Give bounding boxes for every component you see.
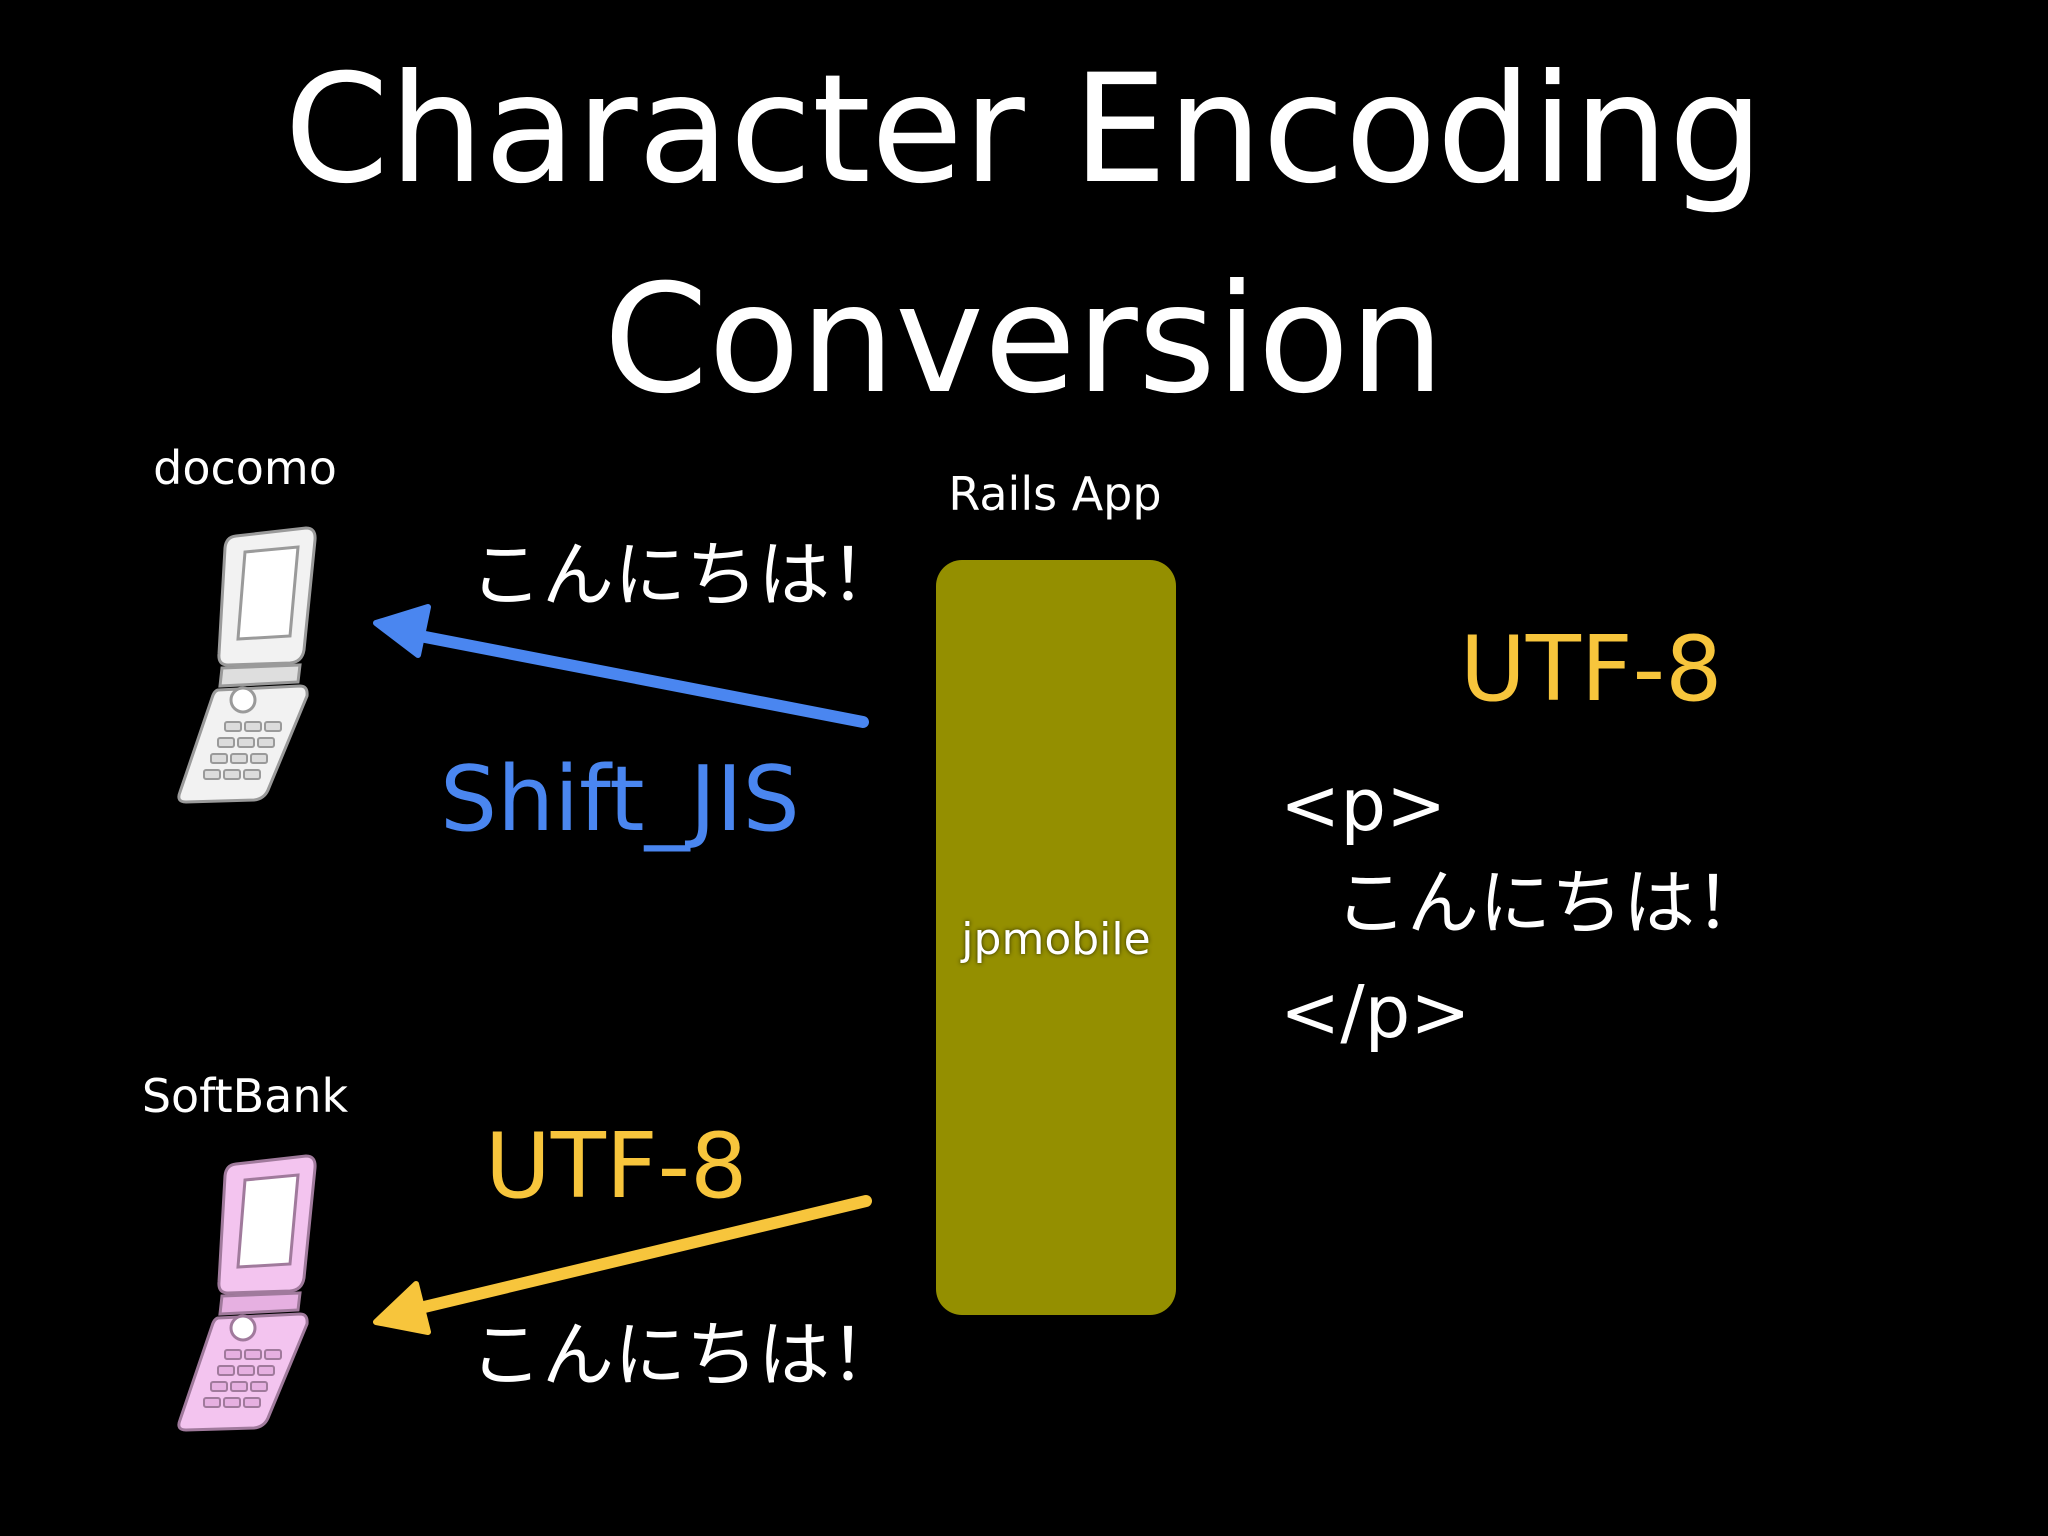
softbank-phone-icon bbox=[177, 1154, 317, 1432]
rails-app-box bbox=[936, 560, 1176, 1315]
docomo-label: docomo bbox=[153, 441, 337, 495]
softbank-label: SoftBank bbox=[141, 1069, 349, 1123]
docomo-phone-icon bbox=[177, 526, 317, 804]
code-close-tag: </p> bbox=[1280, 970, 1471, 1054]
shift-jis-arrow bbox=[373, 604, 869, 728]
jpmobile-label: jpmobile bbox=[961, 914, 1151, 965]
shift-jis-label: Shift_JIS bbox=[440, 747, 800, 852]
docomo-message: こんにちは！ bbox=[470, 533, 903, 617]
softbank-message: こんにちは！ bbox=[470, 1313, 903, 1397]
softbank-encoding-label: UTF-8 bbox=[485, 1114, 748, 1219]
title-line-2: Conversion bbox=[603, 253, 1445, 427]
title-line-1: Character Encoding bbox=[284, 43, 1764, 217]
source-encoding-label: UTF-8 bbox=[1460, 617, 1723, 722]
code-open-tag: <p> bbox=[1280, 763, 1447, 847]
code-content: こんにちは！ bbox=[1335, 861, 1768, 945]
rails-app-label: Rails App bbox=[948, 467, 1162, 521]
utf-8-arrow bbox=[373, 1195, 872, 1335]
